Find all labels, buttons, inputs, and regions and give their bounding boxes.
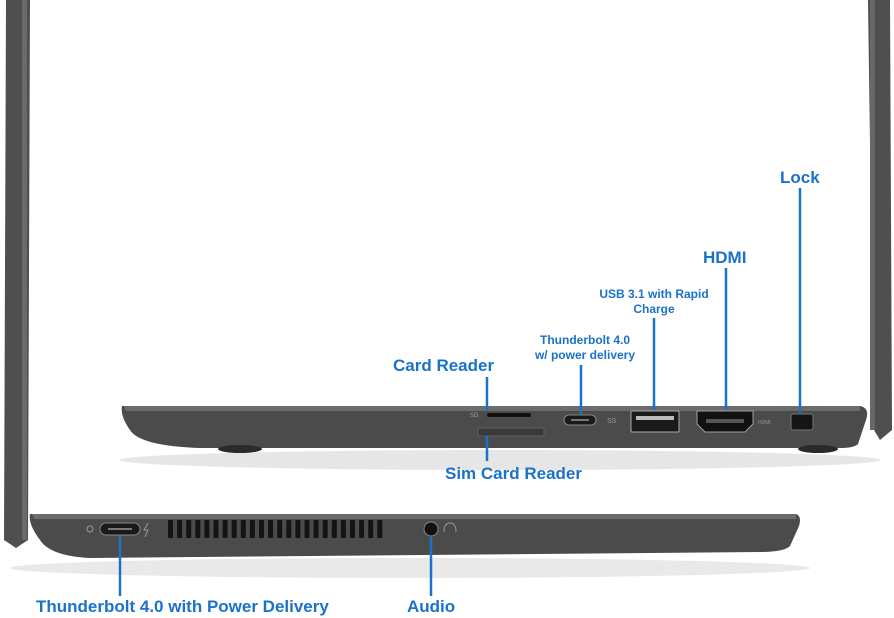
vent-slot	[331, 520, 337, 538]
vent-slot	[177, 520, 183, 538]
vent-slot	[322, 520, 328, 538]
vent-slot	[350, 520, 355, 538]
usb-label-line1: USB 3.1 with Rapid	[599, 287, 709, 301]
card-reader-slot	[487, 413, 531, 417]
thunderbolt-right-label-line1: Thunderbolt 4.0	[540, 333, 630, 347]
right-side-body	[121, 406, 868, 448]
vent-slot	[213, 520, 219, 538]
card-reader-label: Card Reader	[393, 356, 495, 375]
hdmi-port-tongue	[706, 419, 744, 423]
lock-slot	[790, 413, 814, 431]
thunderbolt-left-label: Thunderbolt 4.0 with Power Delivery	[36, 597, 329, 616]
usb-a-port	[630, 410, 680, 433]
power-icon	[86, 525, 94, 533]
audio-label: Audio	[407, 597, 456, 616]
thunderbolt-icon	[143, 522, 149, 538]
usb-ss-marking: SS	[607, 418, 617, 425]
right-side-shadow	[120, 450, 880, 470]
lid-right-highlight	[870, 0, 875, 430]
lid-left-highlight	[22, 0, 27, 540]
vent-slot	[222, 520, 228, 538]
sd-marking: SD	[470, 413, 479, 419]
ventilation-grille	[168, 520, 383, 538]
thunderbolt-port-right-tongue	[571, 419, 589, 421]
sim-card-tray	[477, 427, 545, 437]
vent-slot	[340, 520, 346, 538]
laptop-right-side: SD SS HDMI	[120, 406, 880, 470]
audio-jack	[423, 521, 439, 537]
right-foot-1	[218, 445, 262, 453]
headphone-icon	[443, 522, 457, 533]
vent-slot	[277, 520, 283, 538]
usb-a-port-tongue	[636, 416, 674, 420]
vent-slot	[359, 520, 365, 538]
vent-slot	[313, 520, 319, 538]
laptop-left-side	[10, 514, 810, 578]
vent-slot	[186, 520, 192, 538]
vent-slot	[377, 520, 383, 538]
thunderbolt-right-label-line2: w/ power delivery	[534, 348, 636, 362]
vent-slot	[286, 520, 292, 538]
hdmi-marking: HDMI	[758, 420, 771, 426]
vent-slot	[268, 520, 274, 538]
lock-label: Lock	[780, 168, 820, 187]
vent-slot	[195, 520, 201, 538]
vent-slot	[259, 520, 264, 538]
hdmi-label: HDMI	[703, 248, 747, 267]
screen-lid	[4, 0, 892, 548]
vent-slot	[249, 520, 255, 538]
left-side-body	[29, 514, 800, 558]
callout-lines	[118, 188, 802, 596]
vent-slot	[304, 520, 310, 538]
right-side-top-edge	[124, 406, 860, 411]
left-side-top-edge	[32, 514, 796, 519]
vent-slot	[295, 520, 301, 538]
vent-slot	[240, 520, 246, 538]
vent-slot	[168, 520, 173, 538]
right-foot-2	[798, 445, 838, 453]
usb-label-line2: Charge	[633, 302, 675, 316]
vent-slot	[368, 520, 374, 538]
thunderbolt-port-left-tongue	[108, 528, 132, 530]
vent-slot	[231, 520, 237, 538]
thunderbolt-right-label: Thunderbolt 4.0 w/ power delivery	[530, 333, 640, 363]
left-side-shadow	[10, 558, 810, 578]
sim-card-reader-label: Sim Card Reader	[445, 464, 582, 483]
vent-slot	[204, 520, 210, 538]
usb-label: USB 3.1 with Rapid Charge	[592, 287, 716, 317]
